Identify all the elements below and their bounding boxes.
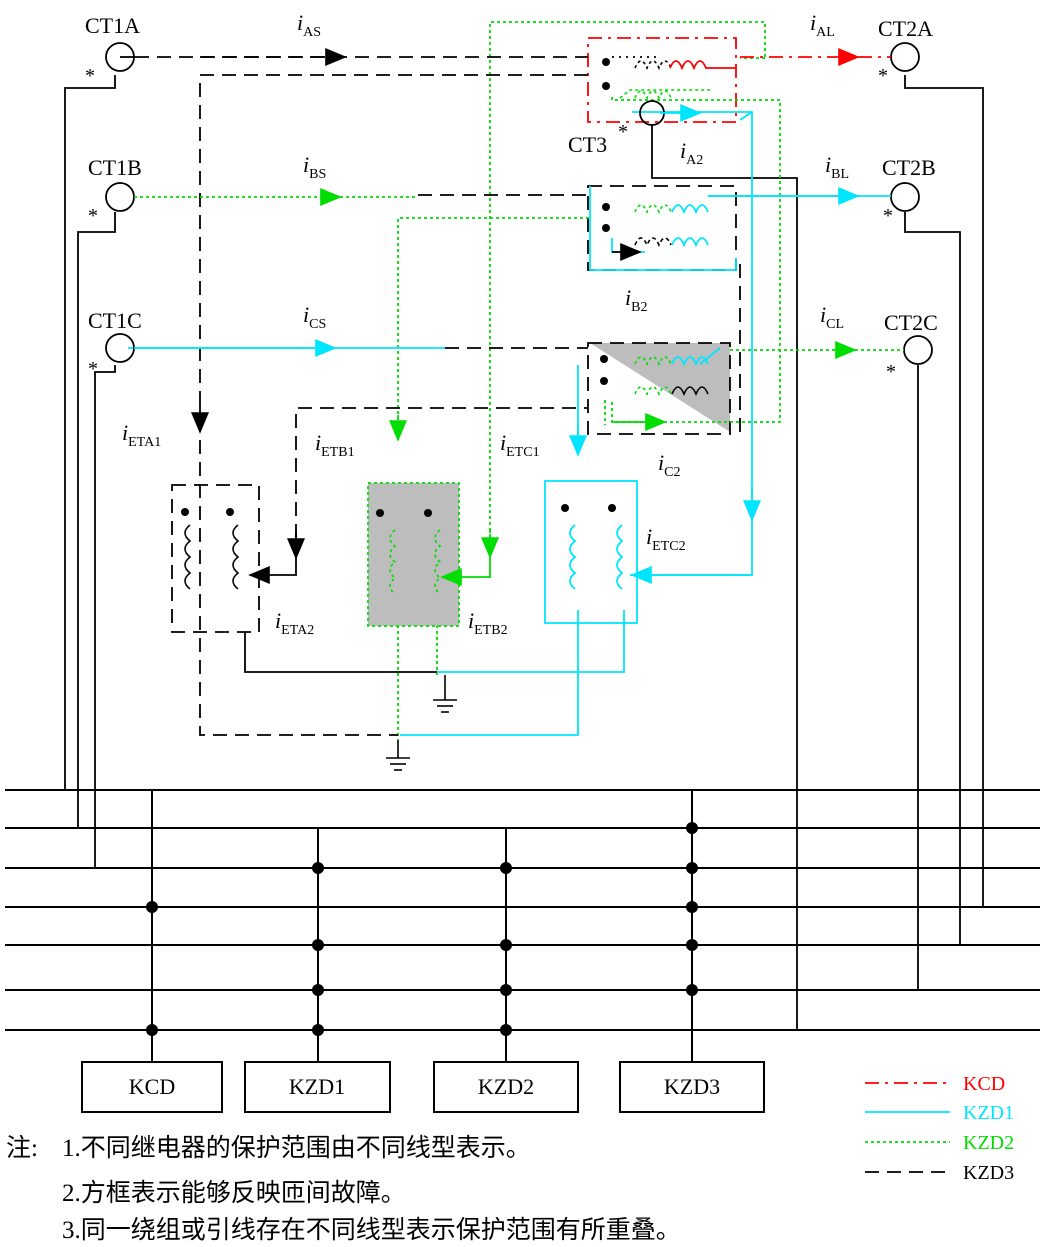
label-ieta1: iETA1 [122, 420, 161, 450]
svg-text:CT2A: CT2A [878, 16, 933, 41]
svg-text:iETA1: iETA1 [122, 420, 161, 450]
svg-text:*: * [85, 65, 95, 87]
legend: KCD KZD1 KZD2 KZD3 [865, 1073, 1014, 1184]
ct1a-symbol [105, 42, 135, 72]
svg-text:KCD: KCD [963, 1073, 1005, 1095]
ct1b-symbol [105, 182, 135, 212]
label-ia2: iA2 [680, 138, 703, 168]
eta-transformer [171, 484, 437, 673]
relay-drops [151, 790, 693, 1062]
junction-dots [146, 822, 698, 1036]
svg-text:KZD3: KZD3 [664, 1074, 720, 1099]
svg-text:KZD1: KZD1 [289, 1074, 345, 1099]
svg-text:KZD2: KZD2 [963, 1132, 1014, 1154]
svg-text:CT1A: CT1A [85, 13, 140, 38]
svg-text:KCD: KCD [129, 1074, 175, 1099]
svg-text:CT3: CT3 [568, 132, 607, 157]
ct2b-symbol [890, 182, 920, 212]
etc-transformer [561, 504, 752, 590]
winding-box-b [587, 185, 737, 271]
svg-text:iC2: iC2 [658, 450, 680, 480]
svg-text:KZD3: KZD3 [963, 1162, 1014, 1184]
label-ietc2: iETC2 [646, 524, 686, 554]
ground-2 [386, 740, 410, 771]
winding-box-c [587, 342, 731, 435]
ground-1 [433, 675, 457, 713]
svg-text:*: * [878, 65, 888, 87]
polarity-stars: * * * * * * * [85, 65, 896, 383]
kzd2-network [397, 21, 781, 740]
relay-kzd1: KZD1 [244, 1061, 391, 1113]
bus-bars [5, 789, 1040, 1031]
winding-a [602, 58, 736, 101]
svg-text:CT2B: CT2B [882, 155, 936, 180]
label-ic2: iC2 [658, 450, 680, 480]
svg-text:iAS: iAS [297, 10, 321, 40]
svg-text:*: * [88, 205, 98, 227]
line-ct3-up [739, 111, 753, 121]
svg-text:iCL: iCL [820, 302, 844, 332]
svg-text:iBS: iBS [303, 152, 326, 182]
svg-text:iETC1: iETC1 [500, 430, 540, 460]
label-ietb1: iETB1 [315, 430, 355, 460]
svg-text:CT2C: CT2C [884, 310, 938, 335]
ct2c-symbol [903, 335, 933, 365]
svg-text:iETC2: iETC2 [646, 524, 686, 554]
label-ieta2: iETA2 [275, 608, 314, 638]
svg-text:KZD1: KZD1 [963, 1102, 1014, 1124]
svg-text:iAL: iAL [810, 10, 835, 40]
ct2a-symbol [890, 42, 920, 72]
svg-text:KZD2: KZD2 [478, 1074, 534, 1099]
svg-text:CT1B: CT1B [88, 155, 142, 180]
kzd1-network [128, 111, 860, 736]
ct3 [619, 89, 712, 126]
note-1: 1.不同继电器的保护范围由不同线型表示。 [62, 1135, 531, 1162]
ct1-wires [64, 75, 984, 1030]
svg-text:iETA2: iETA2 [275, 608, 314, 638]
svg-text:iA2: iA2 [680, 138, 703, 168]
svg-text:iETB2: iETB2 [468, 608, 508, 638]
current-labels: iAS iAL iBS iBL iCS iCL iA2 iB2 iC2 iETA… [122, 10, 849, 638]
winding-box-a [587, 37, 737, 123]
note-3: 3.同一绕组或引线存在不同线型表示保护范围有所重叠。 [62, 1217, 681, 1244]
label-ib2: iB2 [625, 285, 647, 315]
label-ias: iAS [297, 10, 321, 40]
winding-b [602, 203, 709, 248]
label-ibs: iBS [303, 152, 326, 182]
svg-text:*: * [886, 361, 896, 383]
winding-box-c-shade [590, 343, 730, 432]
svg-text:iB2: iB2 [625, 285, 647, 315]
winding-c [600, 355, 709, 397]
svg-text:CT1C: CT1C [88, 308, 142, 333]
legend-item-kzd1: KZD1 [865, 1102, 1014, 1124]
legend-item-kzd2: KZD2 [865, 1132, 1014, 1154]
etb-transformer [367, 482, 491, 627]
ct-labels: CT1A CT1B CT1C CT2A CT2B CT2C CT3 [85, 13, 938, 335]
label-icl: iCL [820, 302, 844, 332]
label-ietc1: iETC1 [500, 430, 540, 460]
relay-kcd: KCD [81, 1061, 223, 1113]
label-ibl: iBL [825, 152, 849, 182]
relay-kzd3: KZD3 [619, 1061, 765, 1113]
label-ial: iAL [810, 10, 835, 40]
relay-kzd2: KZD2 [433, 1061, 579, 1113]
label-ics: iCS [303, 302, 326, 332]
legend-item-kzd3: KZD3 [865, 1162, 1014, 1184]
legend-item-kcd: KCD [865, 1073, 1005, 1095]
label-ietb2: iETB2 [468, 608, 508, 638]
note-2: 2.方框表示能够反映匝间故障。 [62, 1180, 406, 1207]
svg-text:*: * [88, 358, 98, 380]
svg-text:*: * [883, 205, 893, 227]
svg-text:iBL: iBL [825, 152, 849, 182]
svg-text:*: * [618, 121, 628, 143]
notes-prefix: 注: [6, 1135, 38, 1162]
svg-text:iETB1: iETB1 [315, 430, 355, 460]
svg-text:iCS: iCS [303, 302, 326, 332]
